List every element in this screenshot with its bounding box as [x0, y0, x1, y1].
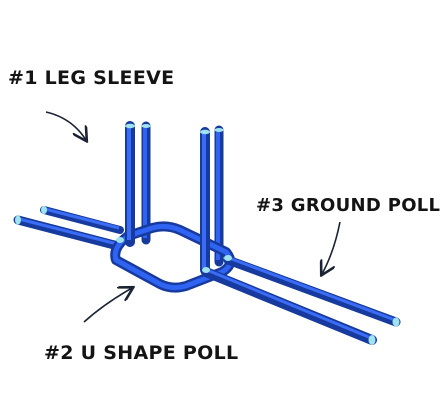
u-shape-pole-base [110, 221, 236, 293]
u-shape-poll-arrow [83, 288, 132, 323]
pole-frame-illustration [13, 111, 401, 345]
ground-pole-left-front [13, 215, 123, 251]
ground-pole-right-back [223, 255, 401, 327]
ground-poll-label: #3 GROUND POLL [256, 195, 440, 216]
joint-caps [116, 237, 232, 273]
leg-sleeve-arrow [45, 111, 86, 140]
product-diagram: #1 LEG SLEEVE #3 GROUND POLL #2 U SHAPE … [8, 67, 440, 364]
leg-sleeve-pole-front-left [125, 121, 135, 247]
leg-sleeve-pole-front-right [200, 127, 210, 275]
ground-poll-arrow [322, 221, 341, 274]
leg-sleeve-pole-back-left [141, 121, 151, 245]
leg-sleeve-label: #1 LEG SLEEVE [8, 67, 175, 89]
ground-pole-left-back [40, 206, 124, 234]
ground-pole-right-front [201, 267, 377, 345]
leg-sleeve-pole-back-right [214, 125, 224, 267]
u-shape-poll-label: #2 U SHAPE POLL [44, 342, 239, 364]
